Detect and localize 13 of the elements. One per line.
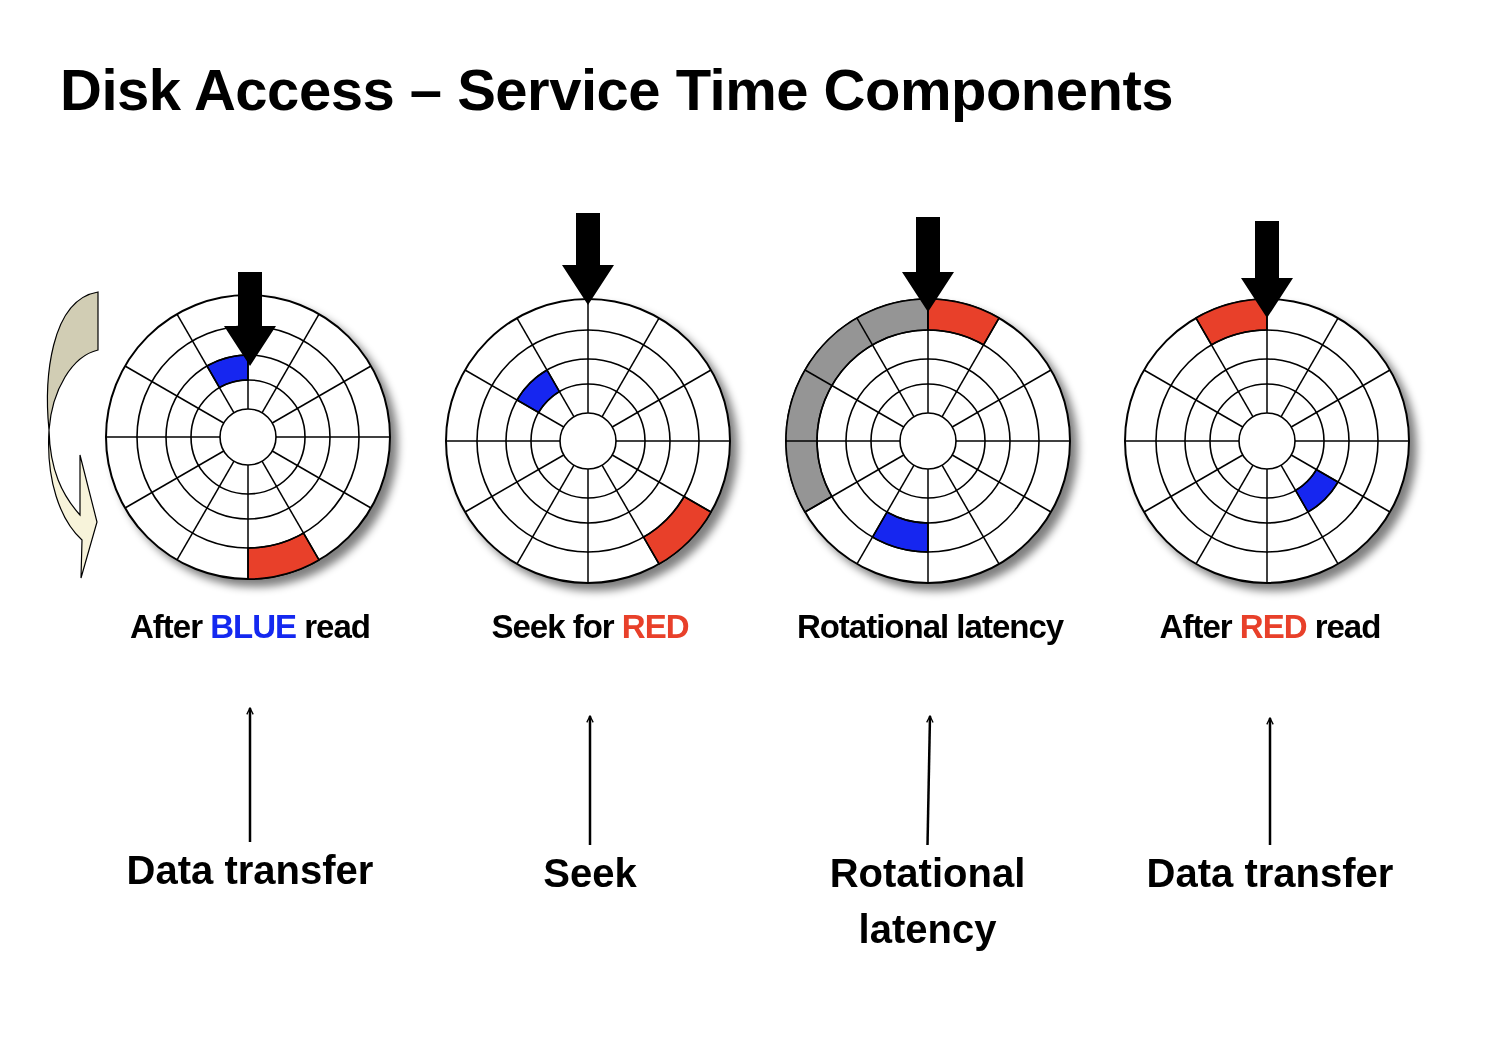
slide-title: Disk Access – Service Time Components bbox=[60, 56, 1173, 123]
arrow bbox=[586, 715, 594, 845]
arrow bbox=[1266, 717, 1274, 845]
disk-state-caption: After BLUE read bbox=[129, 608, 371, 646]
component-label: Data transfer bbox=[1145, 850, 1395, 897]
disk-state-caption: Rotational latency bbox=[795, 608, 1065, 646]
arrow bbox=[926, 715, 934, 846]
disk-state-caption: Seek for RED bbox=[490, 608, 690, 646]
component-label: Data transfer bbox=[125, 847, 375, 894]
disk-state-caption: After RED read bbox=[1158, 608, 1382, 646]
arrow bbox=[246, 707, 254, 842]
component-label: Seek bbox=[542, 850, 638, 897]
component-label: Rotational latency bbox=[828, 850, 1027, 953]
